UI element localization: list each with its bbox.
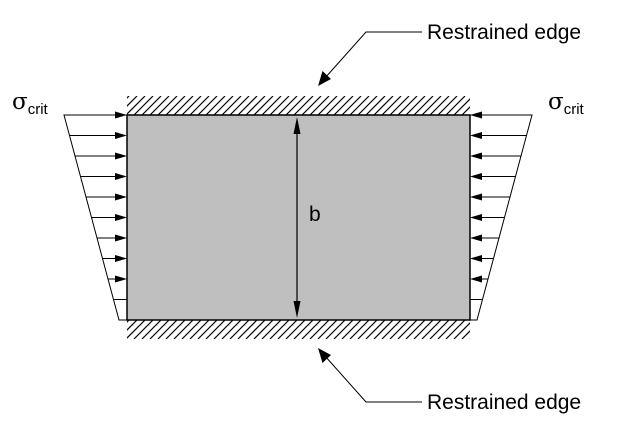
arrow-head: [470, 111, 482, 119]
arrow-head: [115, 111, 127, 119]
arrow-head: [115, 193, 127, 201]
stress-label-right: σcrit: [548, 89, 585, 118]
arrow-head: [470, 132, 482, 139]
top-leader-line: [318, 31, 422, 86]
right-stress-arrows: [470, 111, 532, 300]
arrow-head: [115, 214, 127, 221]
arrow-head: [115, 173, 127, 180]
bottom-leader-line: [318, 348, 422, 403]
top-restraint-hatching: [127, 96, 470, 115]
arrow-head: [470, 214, 482, 221]
stress-label-left: σcrit: [12, 89, 49, 118]
dimension-line-b: [293, 117, 301, 318]
left-stress-arrows: [64, 111, 127, 300]
plate: [126, 114, 471, 321]
arrow-head: [115, 275, 127, 283]
arrow-head: [115, 255, 127, 262]
arrow-head: [470, 173, 482, 180]
dimension-label: b: [309, 203, 321, 226]
arrow-head: [470, 255, 482, 262]
bottom-edge-label: Restrained edge: [427, 391, 581, 414]
arrow-head: [470, 152, 482, 160]
top-edge-label: Restrained edge: [427, 21, 581, 44]
arrow-head: [470, 193, 482, 201]
arrow-head: [470, 275, 482, 283]
arrow-head: [115, 132, 127, 139]
arrow-head: [115, 234, 127, 242]
arrow-head: [115, 152, 127, 160]
arrow-head: [470, 234, 482, 242]
bottom-restraint-hatching: [127, 320, 470, 339]
